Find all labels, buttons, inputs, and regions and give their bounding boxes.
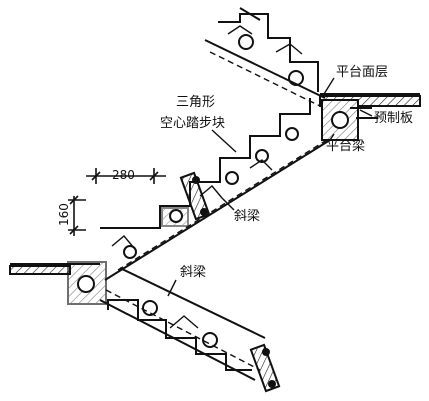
label-inclined-beam-lower: 斜梁 [180,265,206,280]
top-platform [319,93,421,141]
leader-lines [167,77,373,297]
label-triangle-block-1: 三角形 [176,95,215,110]
label-platform-surface: 平台面层 [336,65,388,80]
bottom-landing [9,261,107,305]
middle-flight [100,98,331,281]
break-mark-lower [249,343,281,393]
dimension-tread [86,168,166,184]
lower-flight [99,267,266,381]
label-platform-beam: 平台梁 [326,139,365,154]
dimension-riser [68,195,86,236]
label-inclined-beam-upper: 斜梁 [234,209,260,224]
upper-flight [204,7,326,108]
break-mark-middle [179,171,211,221]
label-precast-slab: 预制板 [374,111,413,126]
dimension-tread-label: 280 [112,168,135,182]
label-triangle-block-2: 空心踏步块 [160,116,225,131]
dimension-riser-label: 160 [57,203,71,226]
